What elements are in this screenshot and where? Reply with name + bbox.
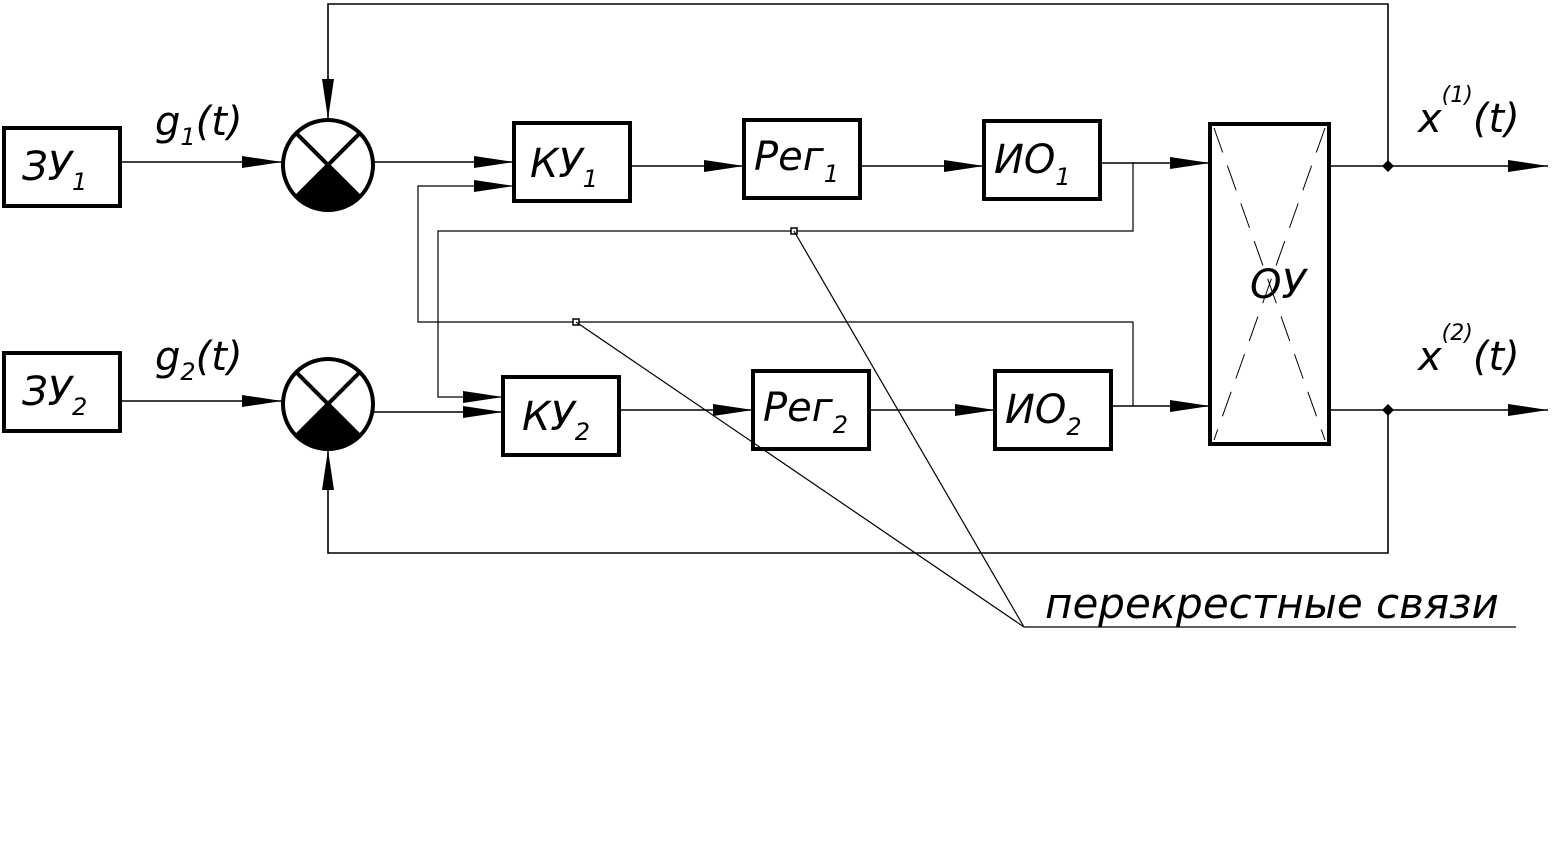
block-io1-label: ИО1 [994, 137, 1071, 191]
block-zu2 [2, 351, 122, 433]
block-ku1 [512, 121, 632, 203]
block-zu1-label: ЗУ1 [22, 144, 87, 196]
block-reg2-label: Рег2 [763, 385, 848, 439]
block-ku2 [501, 375, 621, 457]
summator-2 [281, 357, 375, 451]
cross-link-io2-ku1 [417, 180, 1134, 406]
block-zu1 [2, 126, 122, 208]
leader-line-1 [793, 230, 1025, 628]
block-ou-label: ОУ [1250, 262, 1308, 308]
channel-2: ЗУ2 g2(t) КУ2 Рег2 ИО2 [2, 334, 1210, 457]
leader-line-2 [575, 321, 1025, 628]
cross-links-annotation: перекрестные связи [1045, 579, 1499, 628]
signal-x2-label: x(2)(t) [1416, 321, 1520, 380]
block-ou: ОУ [1208, 122, 1331, 446]
signal-g1-label: g1(t) [155, 99, 243, 151]
block-ku1-label: КУ1 [530, 141, 598, 193]
cross-link-io1-ku2 [437, 163, 1134, 403]
block-reg2 [751, 369, 871, 451]
signal-x1-label: x(1)(t) [1416, 83, 1520, 142]
block-reg1-label: Рег1 [754, 134, 839, 188]
block-zu2-label: ЗУ2 [22, 369, 87, 421]
block-ku2-label: КУ2 [522, 394, 590, 446]
block-io1 [982, 119, 1102, 201]
block-io2-label: ИО2 [1005, 387, 1082, 441]
summator-1 [281, 118, 375, 212]
feedback-2 [322, 410, 1389, 554]
feedback-1 [322, 3, 1389, 166]
block-reg1 [742, 118, 862, 200]
channel-1: ЗУ1 g1(t) КУ1 Рег1 ИО1 [2, 99, 1210, 212]
block-io2 [993, 369, 1113, 451]
signal-g2-label: g2(t) [155, 334, 243, 386]
